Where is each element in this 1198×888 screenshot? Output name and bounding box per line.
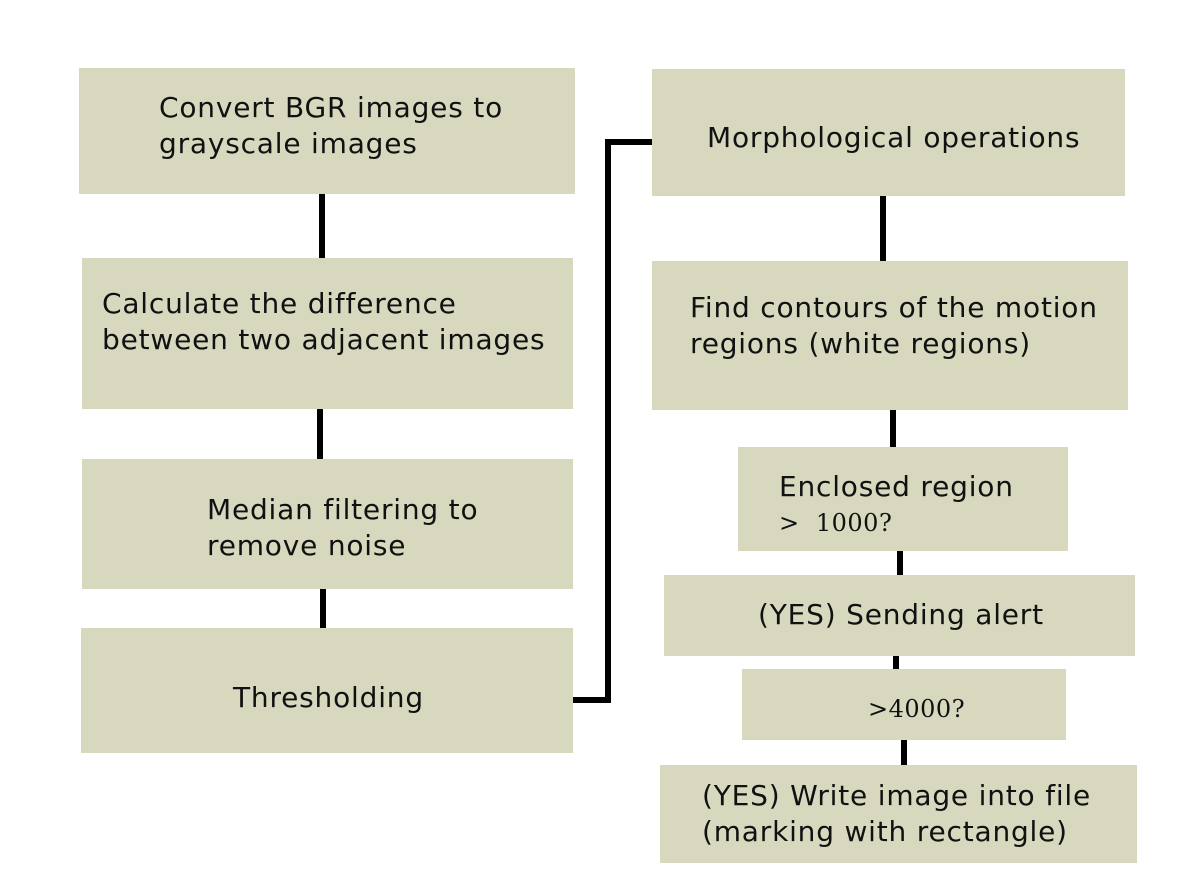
step-contours-line1: Find contours of the motion: [690, 291, 1098, 324]
connector-enclosed-alert: [897, 550, 903, 580]
step-morph-line1: Morphological operations: [707, 121, 1081, 154]
decision-4000-condition: >4000?: [868, 695, 966, 723]
step-find-contours: Find contours of the motion regions (whi…: [652, 261, 1128, 410]
decision-over-4000: >4000?: [742, 669, 1066, 740]
step-calculate-difference: Calculate the difference between two adj…: [82, 258, 573, 409]
step-write-line2: (marking with rectangle): [702, 815, 1068, 848]
connector-contours-enclosed: [890, 406, 896, 448]
step-morphological-operations: Morphological operations: [652, 69, 1125, 196]
connector-to-morph: [605, 139, 653, 145]
step-difference-line2: between two adjacent images: [102, 323, 546, 356]
step-write-line1: (YES) Write image into file: [702, 779, 1092, 812]
connector-difference-median: [317, 408, 323, 460]
decision-enclosed-region: Enclosed region > 1000?: [738, 447, 1068, 551]
step-convert-line2: grayscale images: [159, 127, 418, 160]
connector-convert-difference: [319, 192, 325, 258]
step-threshold-line1: Thresholding: [233, 681, 424, 714]
decision-enclosed-condition: > 1000?: [779, 509, 893, 537]
step-median-filtering: Median filtering to remove noise: [82, 459, 573, 589]
connector-threshold-horizontal: [572, 697, 611, 703]
step-alert-line1: (YES) Sending alert: [758, 598, 1044, 631]
step-median-line1: Median filtering to: [207, 493, 479, 526]
connector-alert-4000: [893, 654, 899, 672]
step-write-image: (YES) Write image into file (marking wit…: [660, 765, 1137, 863]
connector-median-threshold: [320, 588, 326, 630]
connector-4000-write: [901, 738, 907, 768]
step-contours-line2: regions (white regions): [690, 327, 1031, 360]
connector-vertical-riser: [605, 139, 611, 703]
step-difference-line1: Calculate the difference: [102, 287, 457, 320]
step-convert-grayscale: Convert BGR images to grayscale images: [79, 68, 575, 194]
step-convert-line1: Convert BGR images to: [159, 91, 503, 124]
step-median-line2: remove noise: [207, 529, 407, 562]
step-thresholding: Thresholding: [81, 628, 573, 753]
decision-enclosed-label: Enclosed region: [779, 470, 1014, 503]
connector-morph-contours: [880, 196, 886, 262]
step-sending-alert: (YES) Sending alert: [664, 575, 1135, 656]
